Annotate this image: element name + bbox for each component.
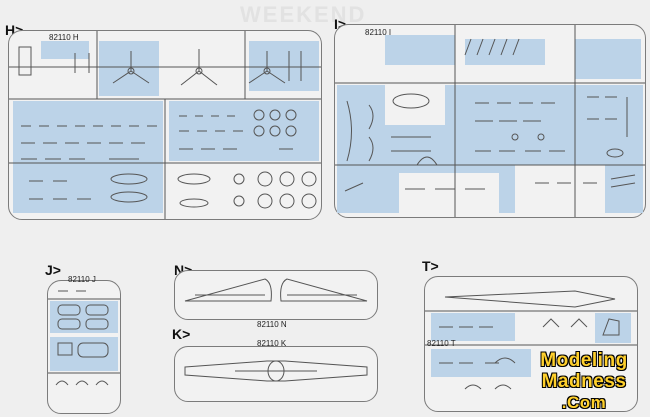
sprue-j-code: 82110 J (68, 275, 96, 284)
sprue-h-code: 82110 H (49, 33, 79, 42)
sprue-k: 82110 K (174, 339, 378, 402)
sprue-j-label: J> (45, 262, 61, 278)
sprue-k-parts (184, 360, 368, 382)
sprue-i: 82110 I (334, 24, 646, 218)
sprue-h: 82110 H (8, 30, 322, 220)
sprue-t-parts (425, 290, 637, 390)
sprue-t-code: 82110 T (427, 339, 456, 348)
sprue-j: 82110 J (47, 275, 121, 414)
sprue-t: 82110 T (424, 276, 638, 412)
sprue-n: 82110 N (174, 270, 378, 329)
logo-line-1: Modeling (540, 350, 628, 371)
sprue-h-parts (9, 31, 321, 219)
logo-line-2: Madness (541, 371, 627, 392)
sprue-k-label: K> (172, 326, 191, 342)
sprue-t-label: T> (422, 258, 439, 274)
logo-line-3: .Com (561, 393, 607, 412)
sprue-i-code: 82110 I (365, 28, 392, 37)
modeling-madness-logo: Modeling Madness .Com (522, 350, 646, 414)
sprue-k-code: 82110 K (257, 339, 287, 348)
sprue-n-parts (184, 278, 368, 302)
sprue-n-code: 82110 N (257, 320, 287, 329)
sprue-j-parts (48, 290, 120, 386)
background-text: WEEKEND (240, 2, 367, 27)
sprue-i-parts (335, 25, 645, 217)
